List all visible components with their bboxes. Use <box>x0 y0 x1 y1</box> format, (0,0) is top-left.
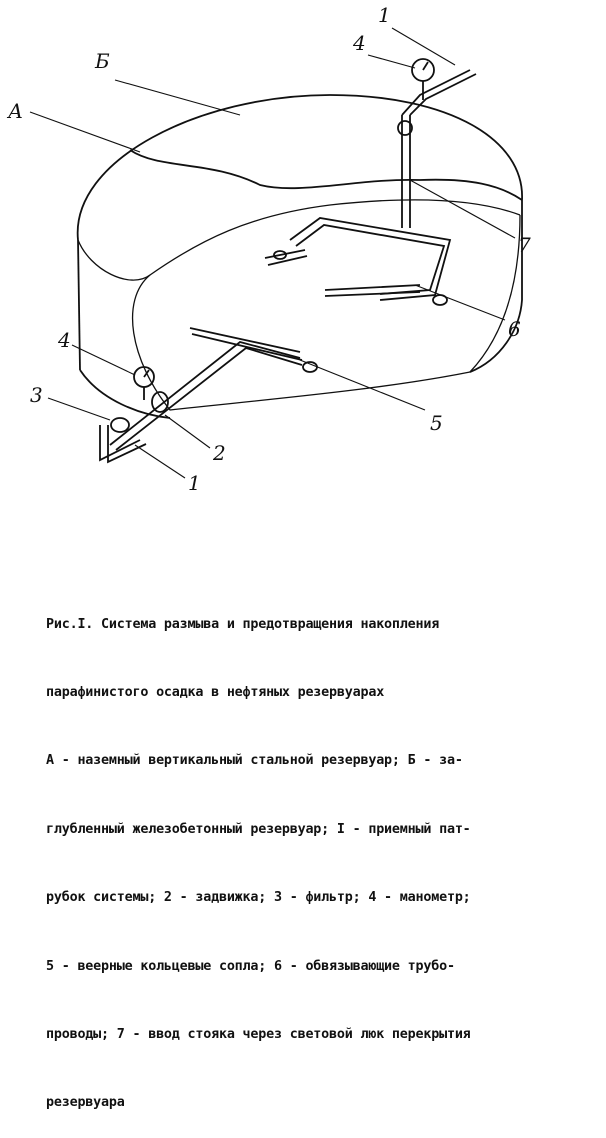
caption-line: глубленный железобетонный резервуар; I -… <box>46 821 471 837</box>
label-nozzles: 5 <box>430 411 443 435</box>
riser-top <box>401 69 477 116</box>
filter <box>110 417 130 433</box>
piping-branch-right <box>324 284 421 297</box>
tank-floor <box>131 214 521 411</box>
tank-rim <box>76 94 523 241</box>
caption-line: 5 - веерные кольцевые сопла; 6 - обвязыв… <box>46 958 455 974</box>
nozzle <box>273 250 287 260</box>
label-intake-bottom: 1 <box>188 471 201 495</box>
label-gauge-top: 4 <box>352 31 366 55</box>
inlet-pipe <box>109 341 303 451</box>
riser-pipe <box>401 115 411 228</box>
tank-left-wall <box>77 239 81 371</box>
caption-line: парафинистого осадка в нефтяных резервуа… <box>46 684 385 700</box>
caption-line: А - наземный вертикальный стальной резер… <box>46 753 463 769</box>
label-filter: 3 <box>30 383 43 407</box>
tank-right-wall <box>469 200 523 373</box>
piping-loop <box>289 217 452 301</box>
figure-caption: Рис.I. Система размыва и предотвращения … <box>46 568 596 1138</box>
label-tank-a: А <box>6 99 23 123</box>
tank-diagram: 1 4 Б А 7 6 4 3 5 2 1 <box>6 3 531 495</box>
label-valve: 2 <box>212 441 226 465</box>
nozzle-pipe <box>189 327 303 361</box>
label-tank-b: Б <box>94 49 110 73</box>
section-line-b <box>77 199 521 281</box>
riser-flange <box>397 120 413 136</box>
label-riser: 7 <box>518 233 531 257</box>
valve <box>151 391 169 413</box>
label-intake-top: 1 <box>378 3 391 27</box>
tank-bottom <box>79 369 171 419</box>
caption-line: Рис.I. Система размыва и предотвращения … <box>46 616 440 632</box>
label-gauge-bottom: 4 <box>57 328 71 352</box>
section-line-a <box>129 149 523 201</box>
caption-line: проводы; 7 - ввод стояка через световой … <box>46 1026 471 1042</box>
piping-branch-left <box>264 249 308 266</box>
caption-line: рубок системы; 2 - задвижка; 3 - фильтр;… <box>46 890 471 906</box>
label-piping: 6 <box>508 317 521 341</box>
caption-line: резервуара <box>46 1095 125 1111</box>
intake-pipe <box>99 425 147 464</box>
